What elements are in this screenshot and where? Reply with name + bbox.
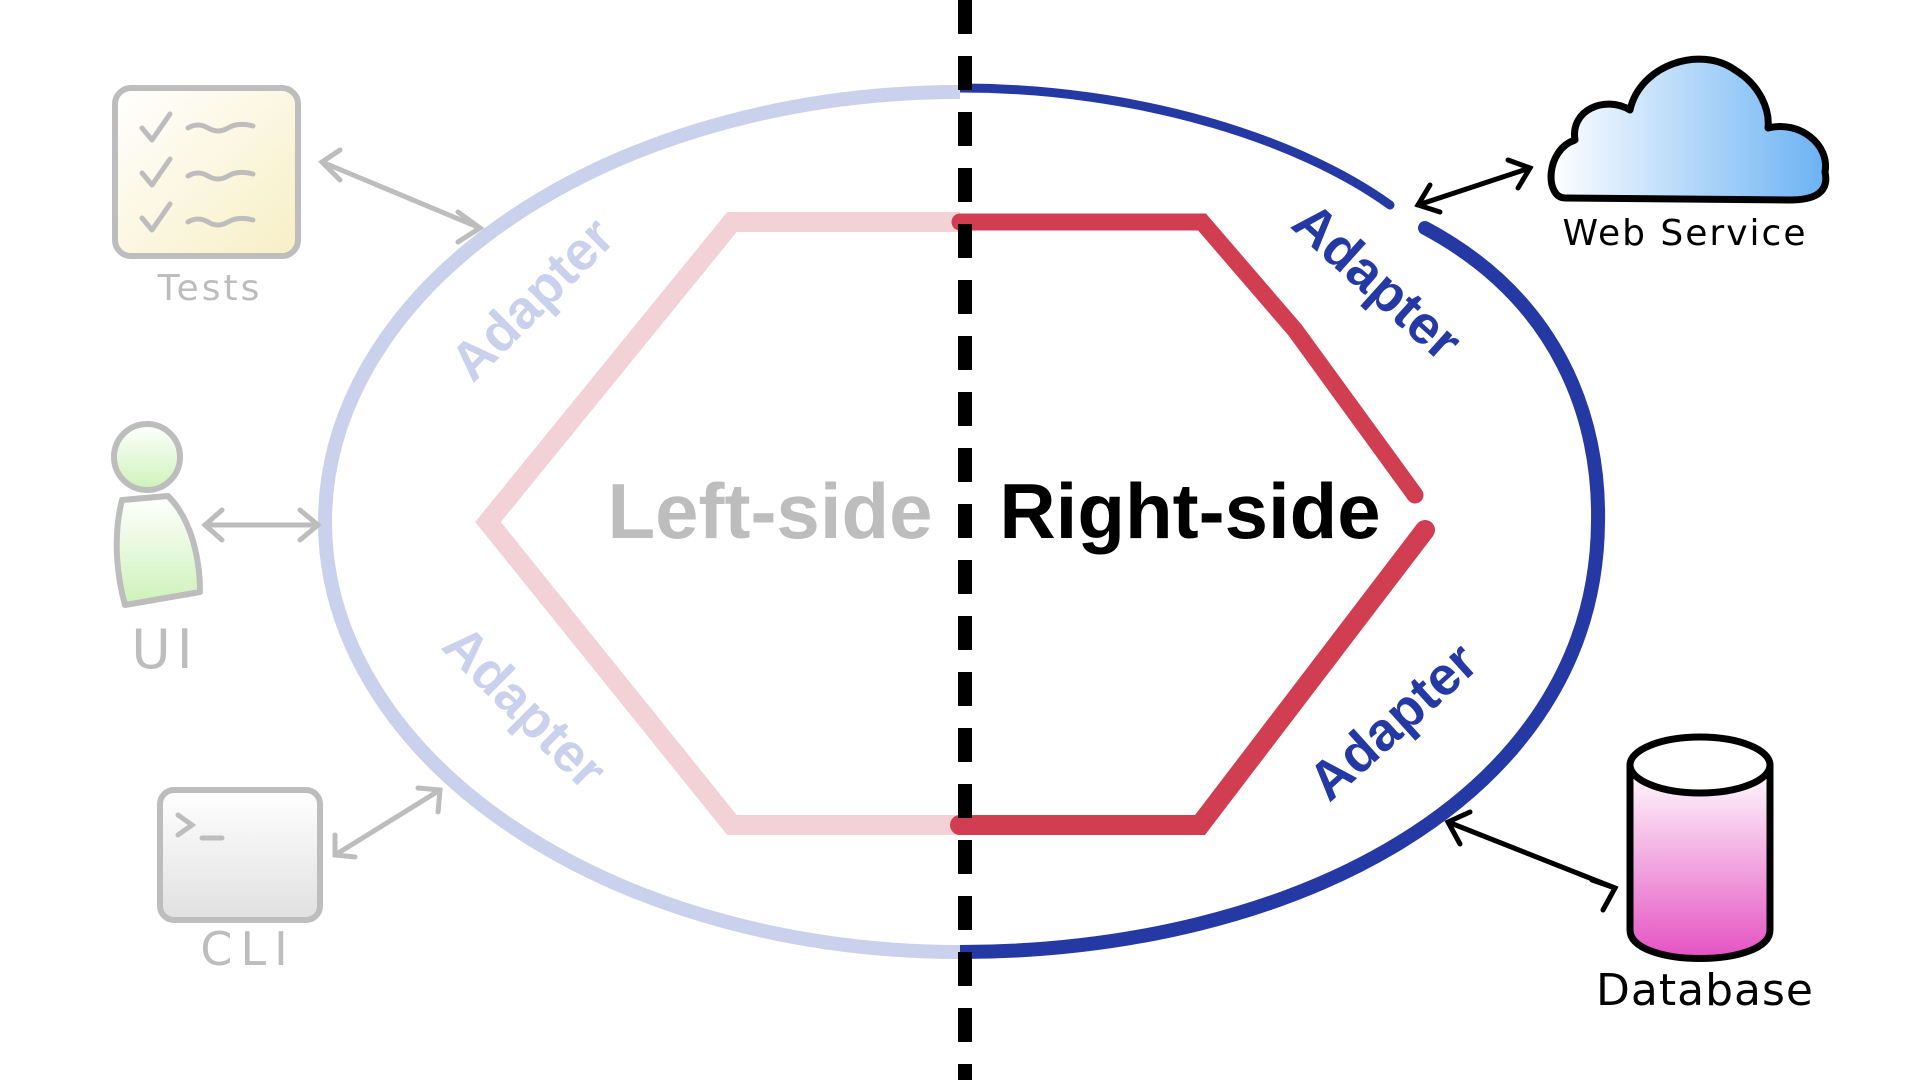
web-service-actor: Web Service [1414, 55, 1830, 254]
left-side-label: Left-side [607, 467, 932, 555]
ui-actor: UI [111, 421, 322, 681]
left-adapter-ring [318, 85, 960, 959]
database-actor: Database [1444, 733, 1814, 1016]
ui-label: UI [131, 618, 198, 681]
web-service-label: Web Service [1563, 213, 1808, 254]
database-label: Database [1596, 965, 1814, 1016]
tests-arrow-icon [318, 147, 485, 245]
cli-label: CLI [200, 922, 295, 976]
terminal-icon [157, 787, 323, 923]
database-icon [1626, 733, 1774, 962]
tests-label: Tests [157, 268, 263, 309]
web-service-arrow-icon [1414, 157, 1534, 215]
right-adapter-ring [960, 83, 1606, 959]
database-arrow-icon [1444, 809, 1619, 913]
right-side-label: Right-side [999, 467, 1380, 555]
left-hexagon [475, 212, 960, 835]
tests-actor: Tests [112, 85, 485, 309]
right-hexagon [950, 213, 1435, 835]
user-icon [111, 421, 203, 608]
ui-arrow-icon [201, 507, 322, 543]
cli-arrow-icon [332, 785, 443, 860]
cli-actor: CLI [157, 785, 443, 976]
cloud-icon [1547, 55, 1830, 204]
